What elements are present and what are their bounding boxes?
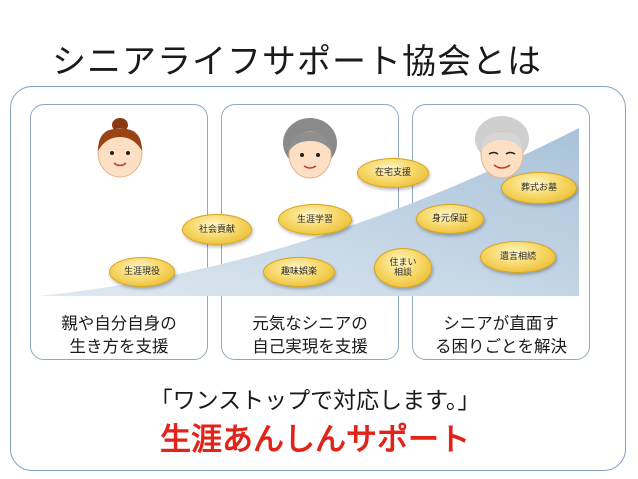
middle-aged-woman-face-icon — [283, 118, 337, 179]
elderly-woman-face-icon — [475, 116, 529, 179]
bubble-will-inheritance: 遺言相続 — [480, 241, 556, 273]
bubble-guarantor: 身元保証 — [416, 204, 484, 234]
bubble-hobbies: 趣味娯楽 — [263, 257, 335, 287]
brand-name: 生涯あんしんサポート — [160, 422, 470, 458]
bubble-home-support: 在宅支援 — [357, 158, 429, 188]
young-woman-face-icon — [97, 118, 143, 178]
panel-active-senior-line2: 自己実現を支援 — [252, 337, 368, 356]
page-title: シニアライフサポート協会とは — [52, 42, 542, 82]
panel-self-caption: 親や自分自身の 生き方を支援 — [30, 312, 208, 358]
slogan: 「ワンストップで対応します。」 — [149, 388, 481, 414]
bubble-housing-consult: 住まい相談 — [374, 248, 432, 288]
panel-senior-problems-line2: る困りごとを解決 — [435, 337, 567, 356]
panel-active-senior-caption: 元気なシニアの 自己実現を支援 — [221, 312, 399, 358]
bubble-social-contribution: 社会貢献 — [182, 214, 252, 245]
panel-senior-problems-caption: シニアが直面す る困りごとを解決 — [412, 312, 590, 358]
bubble-funeral-grave: 葬式お墓 — [501, 172, 577, 204]
panel-active-senior-line1: 元気なシニアの — [252, 314, 368, 333]
panel-self-line2: 生き方を支援 — [69, 337, 169, 356]
panel-senior-problems-line1: シニアが直面す — [443, 314, 559, 333]
panel-self-line1: 親や自分自身の — [61, 314, 177, 333]
bubble-lifelong-learning: 生涯学習 — [278, 204, 352, 235]
bubble-lifelong-active: 生涯現役 — [109, 257, 175, 287]
